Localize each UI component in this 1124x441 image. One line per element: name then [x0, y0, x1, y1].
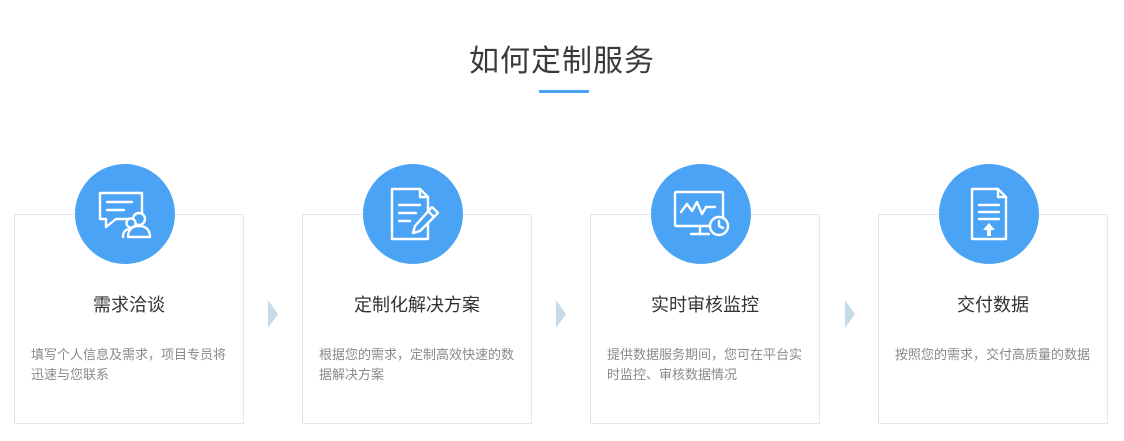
step-description: 填写个人信息及需求，项目专员将迅速与您联系 [31, 348, 227, 383]
step-arrow-1 [268, 300, 278, 328]
chat-users-icon [98, 191, 152, 239]
monitor-clock-icon [673, 190, 730, 237]
step-title: 需求洽谈 [93, 295, 165, 316]
page-title: 如何定制服务 [469, 44, 655, 79]
step-icon-circle-3 [651, 164, 751, 264]
step-arrow-2 [556, 300, 566, 328]
step-description: 按照您的需求，交付高质量的数据 [895, 348, 1091, 363]
step-title: 实时审核监控 [651, 295, 759, 316]
step-title: 定制化解决方案 [354, 295, 480, 316]
document-upload-icon [970, 187, 1008, 241]
title-underline [539, 90, 589, 93]
step-icon-circle-2 [363, 164, 463, 264]
step-description: 提供数据服务期间，您可在平台实时监控、审核数据情况 [607, 348, 803, 383]
step-arrow-3 [845, 300, 855, 328]
step-description: 根据您的需求，定制高效快速的数据解决方案 [319, 348, 515, 383]
step-icon-circle-1 [75, 164, 175, 264]
document-edit-icon [390, 187, 440, 241]
step-icon-circle-4 [939, 164, 1039, 264]
step-title: 交付数据 [957, 295, 1029, 316]
